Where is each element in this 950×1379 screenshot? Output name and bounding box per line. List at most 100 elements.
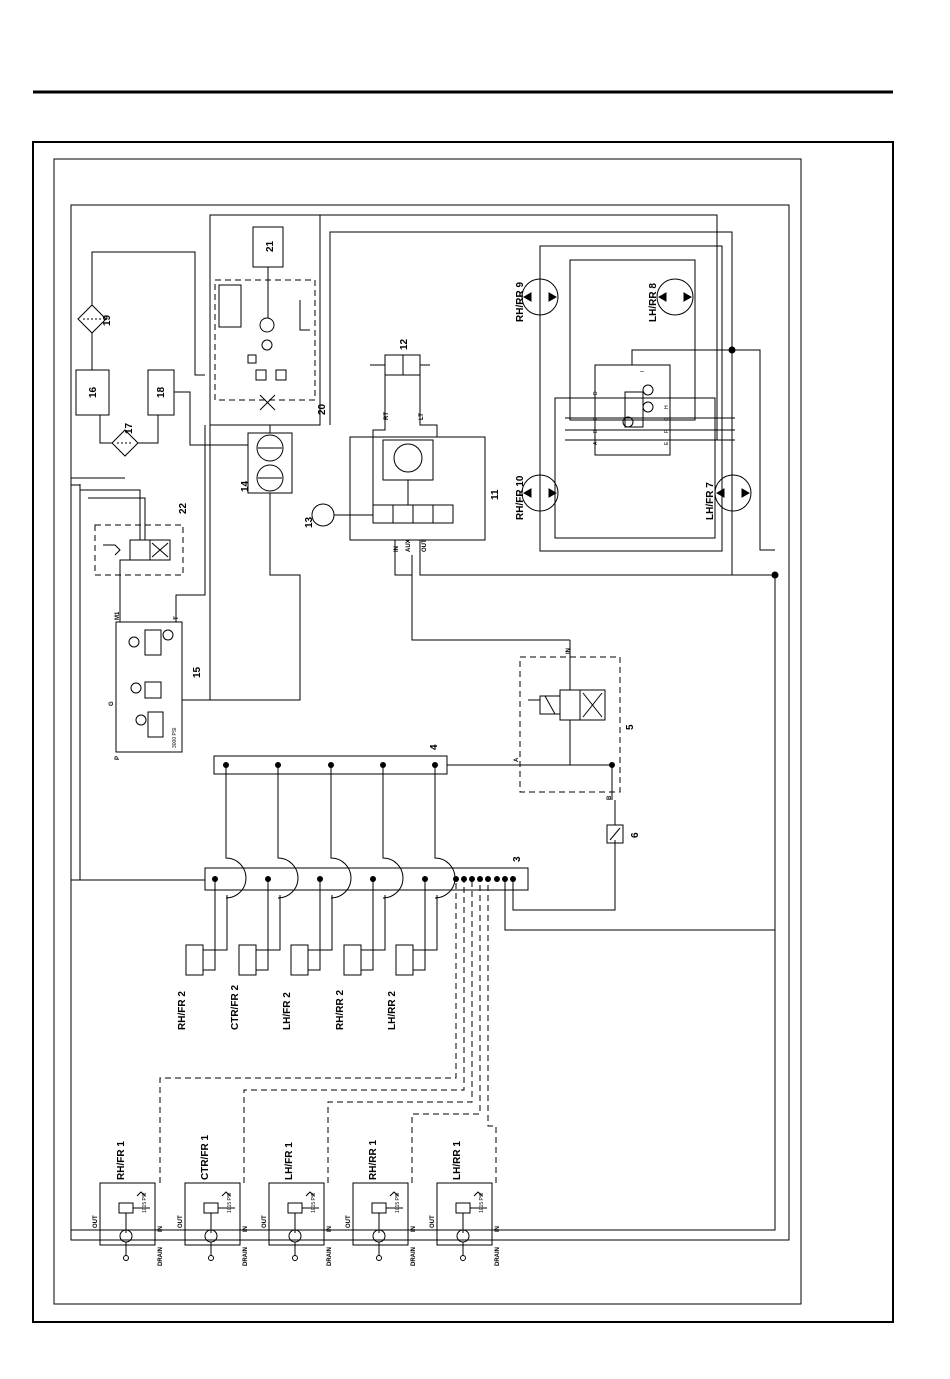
pump-13 (311, 503, 373, 527)
label-9: RH/RR 9 (515, 282, 526, 322)
line-11-to-5 (411, 555, 570, 641)
label-mv-b: B (593, 429, 599, 433)
return-line-bottom (71, 575, 776, 1231)
filter-19 (77, 304, 107, 334)
feed-line-top-2 (320, 214, 718, 441)
circuit-boundary (70, 204, 790, 1241)
cylinder-ctrfr (238, 880, 281, 976)
label-m1: M1 (115, 611, 121, 620)
label-drain-2: DRAIN (243, 1247, 249, 1266)
label-8: LH/RR 8 (648, 283, 659, 322)
label-in-5: IN (495, 1226, 501, 1232)
motor-14 (210, 425, 301, 701)
label-psi-4: 1015 PSI (395, 1192, 401, 1213)
label-mv-c: C (593, 417, 599, 421)
label-c1-ctrfr: CTR/FR 1 (200, 1135, 211, 1180)
filter-17 (99, 415, 159, 457)
label-18: 18 (156, 386, 167, 398)
label-lt: LT (419, 413, 425, 420)
label-valve11-out: OUT (422, 539, 428, 552)
label-17: 17 (124, 422, 135, 434)
label-11: 11 (490, 489, 501, 500)
label-3: 3 (512, 856, 523, 862)
valve-22 (79, 484, 184, 576)
manifold-4 (213, 755, 540, 899)
label-5: 5 (625, 724, 636, 730)
label-in-4: IN (411, 1226, 417, 1232)
label-19: 19 (102, 314, 113, 326)
label-15-psi: 3000 PSI (172, 727, 178, 748)
manifold-3 (71, 840, 775, 931)
feed-line-top (329, 231, 733, 575)
cylinder-12 (370, 354, 430, 376)
label-out-2: OUT (178, 1215, 184, 1228)
label-out-3: OUT (262, 1215, 268, 1228)
restrictor-6 (606, 800, 624, 844)
cylinder-lhfr (290, 880, 333, 976)
valve-5 (519, 640, 621, 800)
label-psi-1: 1015 PSI (142, 1192, 148, 1213)
label-out-1: OUT (93, 1215, 99, 1228)
label-c1-rhrr: RH/RR 1 (368, 1140, 379, 1180)
wheel-motor-10 (521, 474, 559, 512)
pilot-lines (159, 880, 497, 1183)
label-c2-rhfr: RH/FR 2 (177, 991, 188, 1030)
label-mv-d: D (593, 391, 599, 395)
wheel-motor-circuit (539, 245, 775, 552)
label-c1-lhrr: LH/RR 1 (452, 1141, 463, 1180)
line-18-14 (174, 391, 248, 446)
label-mv-e: E (664, 441, 670, 445)
reservoir-16 (75, 369, 110, 416)
block-20 (209, 214, 321, 426)
label-valve11-in: IN (394, 546, 400, 552)
label-15-g: G (109, 701, 115, 706)
label-mv-f: F (664, 430, 670, 433)
label-in-1: IN (158, 1226, 164, 1232)
label-psi-2: 1015 PSI (227, 1192, 233, 1213)
label-5-in: IN (566, 648, 572, 654)
label-drain-3: DRAIN (327, 1247, 333, 1266)
cylinder-rhfr (185, 880, 228, 976)
label-c2-lhrr: LH/RR 2 (387, 991, 398, 1030)
label-mv-i: I (640, 371, 646, 372)
outer-frame (32, 141, 894, 1323)
cylinder-lhrr (395, 880, 438, 976)
label-15-p: P (115, 756, 121, 760)
label-mv-h: H (664, 405, 670, 409)
left-return-line (71, 484, 81, 880)
label-drain-4: DRAIN (411, 1247, 417, 1266)
label-out-5: OUT (430, 1215, 436, 1228)
label-port-a: A (514, 757, 520, 762)
label-20: 20 (317, 403, 328, 415)
label-in-2: IN (243, 1226, 249, 1232)
label-21: 21 (265, 240, 276, 252)
label-rt: RT (384, 412, 390, 420)
label-drain-5: DRAIN (495, 1247, 501, 1266)
label-14: 14 (240, 480, 251, 492)
wheel-motor-8 (656, 278, 694, 316)
label-4: 4 (429, 744, 440, 750)
label-mv-a: A (593, 441, 599, 445)
label-c2-ctrfr: CTR/FR 2 (230, 985, 241, 1030)
cylinder-group (185, 880, 438, 976)
brake-valve-lhrr (436, 1182, 493, 1261)
label-c2-rhrr: RH/RR 2 (335, 990, 346, 1030)
cylinder-rhrr (343, 880, 386, 976)
label-13: 13 (304, 516, 315, 528)
label-valve11-aux: AUX (406, 539, 412, 552)
label-15: 15 (192, 666, 203, 678)
wheel-motor-7 (714, 474, 752, 512)
label-in-3: IN (327, 1226, 333, 1232)
inner-frame (53, 158, 802, 1305)
label-c2-lhfr: LH/FR 2 (282, 992, 293, 1030)
label-drain-1: DRAIN (158, 1247, 164, 1266)
label-c1-lhfr: LH/FR 1 (284, 1142, 295, 1180)
wheel-motor-9 (521, 278, 559, 316)
label-c1-rhfr: RH/FR 1 (116, 1141, 127, 1180)
label-6: 6 (630, 832, 641, 838)
label-12: 12 (399, 338, 410, 350)
label-mv-g: G (664, 417, 670, 421)
valve-block-15 (115, 425, 211, 753)
label-psi-5: 1015 PSI (479, 1192, 485, 1213)
